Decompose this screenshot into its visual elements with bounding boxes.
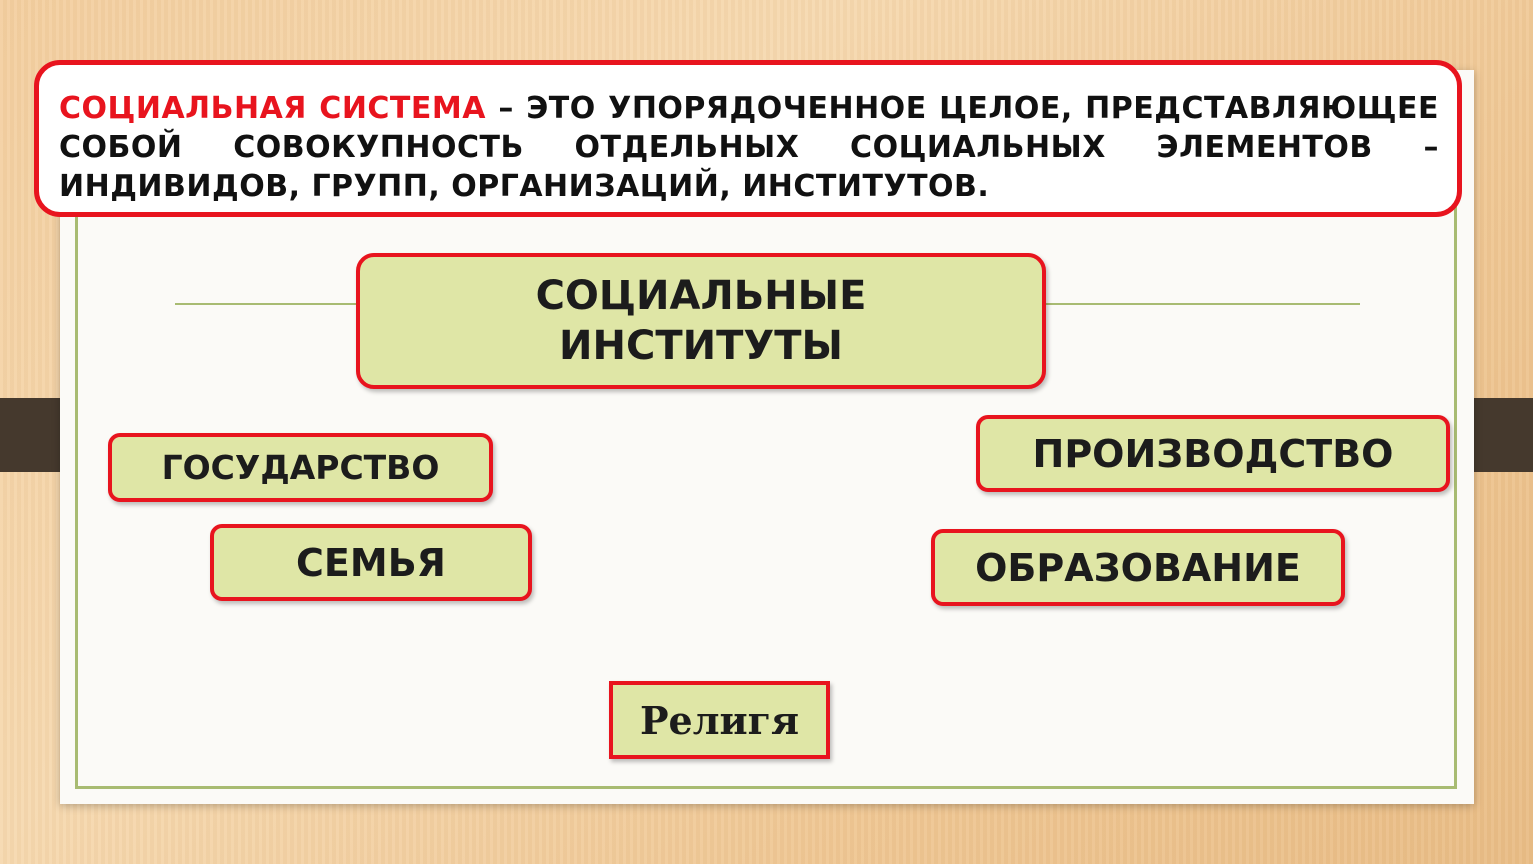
definition-text: – ЭТО УПОРЯДОЧЕННОЕ ЦЕЛОЕ, ПРЕДСТАВЛЯЮЩЕ…: [59, 91, 1439, 204]
definition-term: СОЦИАЛЬНАЯ СИСТЕМА: [59, 91, 486, 126]
institution-religion: Религя: [609, 681, 830, 759]
institution-education: ОБРАЗОВАНИЕ: [931, 529, 1345, 606]
connector-line-right: [1040, 303, 1360, 305]
definition-box: СОЦИАЛЬНАЯ СИСТЕМА – ЭТО УПОРЯДОЧЕННОЕ Ц…: [34, 60, 1462, 217]
center-title-line1: СОЦИАЛЬНЫЕ: [535, 273, 867, 319]
institution-state: ГОСУДАРСТВО: [108, 433, 493, 502]
institution-production: ПРОИЗВОДСТВО: [976, 415, 1450, 492]
institution-production-label: ПРОИЗВОДСТВО: [1032, 431, 1394, 476]
institution-family-label: СЕМЬЯ: [296, 540, 446, 585]
institution-education-label: ОБРАЗОВАНИЕ: [975, 545, 1301, 590]
institution-religion-label: Религя: [639, 697, 800, 743]
institution-state-label: ГОСУДАРСТВО: [161, 448, 440, 487]
social-institutions-title: СОЦИАЛЬНЫЕ ИНСТИТУТЫ: [356, 253, 1046, 389]
center-title-line2: ИНСТИТУТЫ: [559, 323, 843, 369]
connector-line-left: [175, 303, 360, 305]
institution-family: СЕМЬЯ: [210, 524, 532, 601]
